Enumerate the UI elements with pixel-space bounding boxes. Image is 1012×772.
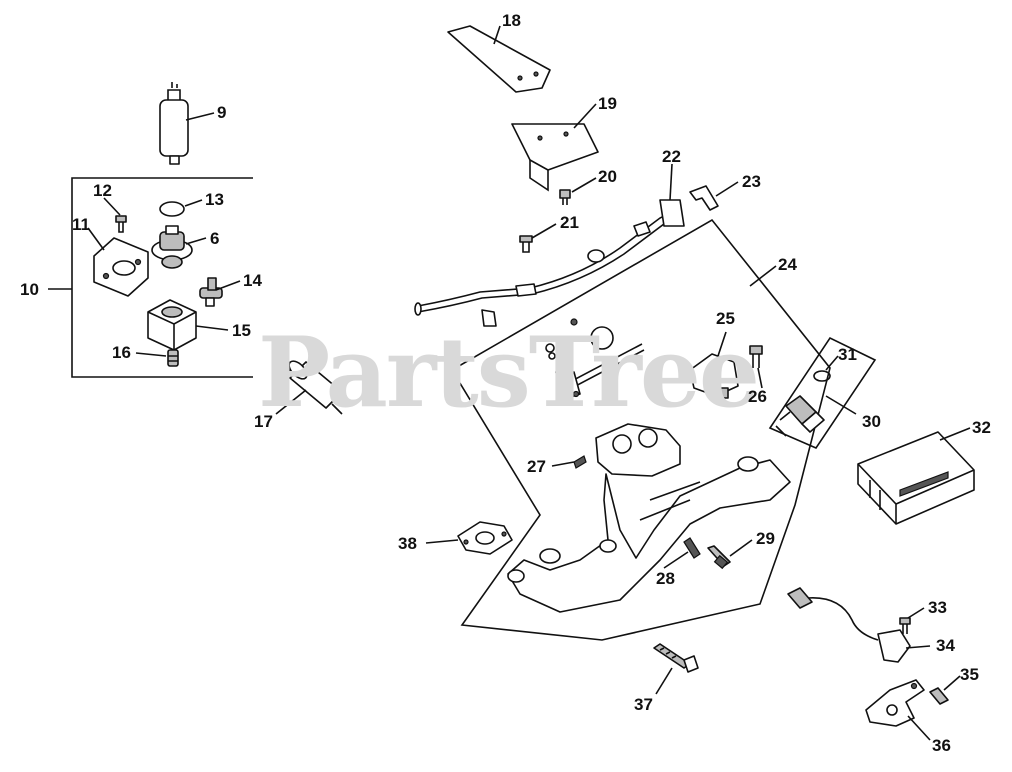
bolt-part-20 [559, 189, 571, 205]
screw-part-35 [929, 687, 949, 705]
group-24-outline [450, 218, 831, 641]
o-ring-part-13 [159, 201, 185, 217]
screw-part-21 [519, 235, 533, 253]
callout-13: 13 [205, 190, 224, 209]
callout-23: 23 [742, 172, 761, 191]
callout-15: 15 [232, 321, 251, 340]
stud-part-28 [683, 537, 701, 559]
fuel-rail-part-22 [414, 199, 685, 327]
group-10-bracket [71, 177, 253, 378]
callout-16: 16 [112, 343, 131, 362]
nipple-part-16 [167, 349, 179, 367]
throttle-sensor-part-25 [689, 353, 739, 399]
screw-part-33 [899, 617, 911, 634]
leader-lines [48, 25, 971, 741]
clip-part-23 [689, 185, 719, 211]
callout-24: 24 [778, 255, 797, 274]
watermark: PartsTree [258, 316, 760, 429]
injector-part-30 [775, 395, 825, 437]
plate-part-18 [447, 25, 551, 93]
callout-20: 20 [598, 167, 617, 186]
throttle-shaft-assembly [545, 318, 645, 401]
screw-part-26 [749, 345, 763, 368]
callout-30: 30 [862, 412, 881, 431]
bolt-part-37 [653, 643, 699, 673]
callout-29: 29 [756, 529, 775, 548]
fitting-part-14 [199, 277, 223, 307]
bracket-part-19 [511, 123, 599, 192]
o-ring-part-31 [813, 370, 831, 382]
callout-27: 27 [527, 457, 546, 476]
ecu-part-32 [857, 431, 975, 525]
callout-19: 19 [598, 94, 617, 113]
fuel-filter-part-17 [283, 360, 343, 415]
callout-25: 25 [716, 309, 735, 328]
regulator-part-6 [151, 225, 193, 269]
callout-26: 26 [748, 387, 767, 406]
callout-17: 17 [254, 412, 273, 431]
bracket-part-11 [93, 237, 149, 297]
callout-10: 10 [20, 280, 39, 299]
fuel-pump-part-9 [159, 82, 189, 165]
setscrew-part-27 [573, 455, 587, 469]
callout-37: 37 [634, 695, 653, 714]
callout-32: 32 [972, 418, 991, 437]
screw-part-12 [115, 215, 127, 233]
group-30-outline [768, 336, 877, 449]
callout-28: 28 [656, 569, 675, 588]
callout-11: 11 [72, 215, 90, 234]
callout-18: 18 [502, 11, 521, 30]
callout-36: 36 [932, 736, 951, 755]
callout-33: 33 [928, 598, 947, 617]
sensor-part-34 [787, 587, 911, 663]
gasket-part-38 [457, 521, 513, 555]
callout-38: 38 [398, 534, 417, 553]
bracket-part-36 [865, 679, 925, 727]
callout-12: 12 [93, 181, 112, 200]
callout-31: 31 [838, 345, 857, 364]
callout-6: 6 [210, 229, 220, 248]
callout-35: 35 [960, 665, 979, 684]
callout-21: 21 [560, 213, 579, 232]
block-part-15 [147, 299, 197, 351]
callout-14: 14 [243, 271, 262, 290]
callout-22: 22 [662, 147, 681, 166]
callout-9: 9 [217, 103, 227, 122]
intake-manifold [507, 423, 791, 613]
bolt-part-29 [707, 545, 731, 570]
callout-34: 34 [936, 636, 955, 655]
